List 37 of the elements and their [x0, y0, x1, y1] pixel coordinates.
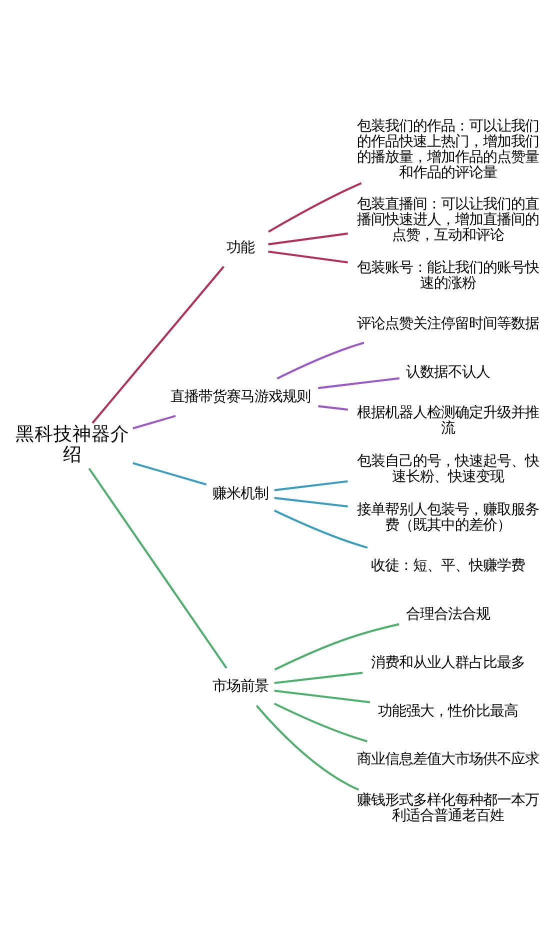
node-text: 商业信息差值大市场供不应求 [356, 751, 539, 768]
connector [274, 496, 348, 507]
node-text: 直播带货赛马游戏规则 [170, 388, 310, 405]
connector [274, 480, 348, 491]
node-text: 黑科技神器介绍 [15, 423, 130, 466]
connector [268, 250, 348, 263]
node-text: 功能 [226, 239, 254, 256]
node-text: 根据机器人检测确定升级并推流 [356, 404, 539, 436]
node-text: 包装自己的号，快速起号、快速长粉、快速变现 [356, 453, 539, 484]
node-text: 消费和从业人群占比最多 [370, 654, 525, 670]
node-text: 评论点赞关注停留时间等数据 [356, 315, 539, 332]
node-text: 合理合法合规 [406, 606, 490, 622]
node-text: 赚钱形式多样化每种都一本万利适合普通老百姓 [356, 792, 539, 824]
node-text: 收徒：短、平、快赚学费 [370, 558, 525, 574]
connector [276, 341, 364, 379]
node-text: 赚米机制 [212, 485, 268, 502]
node-text: 包装账号：能让我们的账号快速的涨粉 [356, 259, 539, 291]
node-text: 接单帮别人包装号，赚取服务费（既其中的差价） [356, 501, 539, 533]
node-text: 包装我们的作品：可以让我们的作品快速上热门，增加我们的播放量，增加作品的点赞量和作品的评论量 [356, 118, 539, 181]
connector [268, 232, 348, 245]
connector [274, 702, 368, 742]
connector [274, 622, 400, 670]
connector [132, 414, 176, 429]
node-text: 包装直播间：可以让我们的直播间快速进人，增加直播间的点赞，互动和评论 [356, 196, 539, 243]
node-text: 功能强大，性价比最高 [378, 702, 518, 719]
connector [318, 404, 348, 410]
node-text: 认数据不认人 [406, 364, 490, 380]
connector [274, 671, 363, 684]
connector [88, 467, 228, 668]
connector [268, 182, 362, 232]
node-text: 市场前景 [212, 678, 268, 694]
connector [256, 704, 360, 790]
connector [274, 689, 370, 703]
connector [274, 509, 368, 548]
connector [92, 265, 224, 424]
connector [318, 376, 400, 389]
connector [132, 462, 207, 485]
